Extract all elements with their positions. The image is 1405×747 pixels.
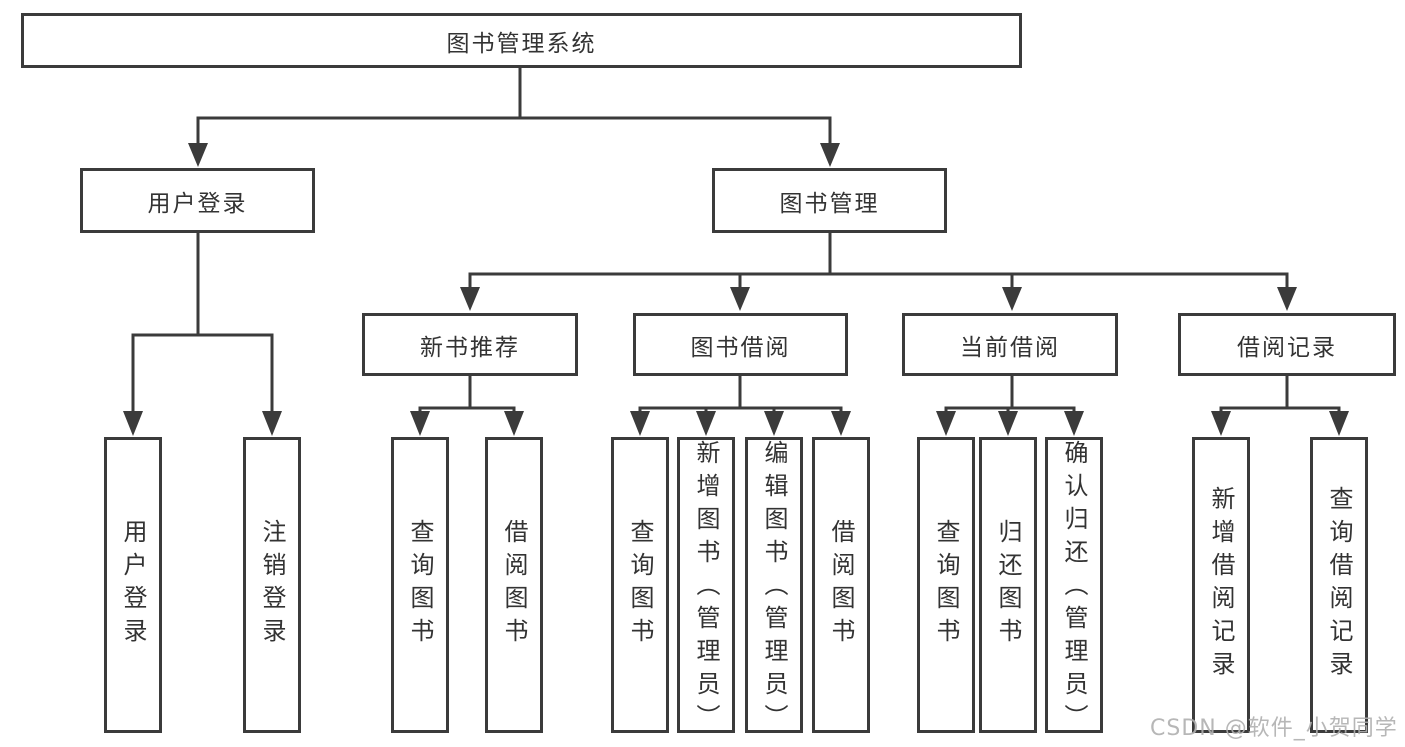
arrowhead-icon	[696, 411, 716, 436]
arrowhead-icon	[630, 411, 650, 436]
csdn-watermark: CSDN @软件_小贺同学	[1150, 716, 1398, 741]
leaf-borrow-books: 借阅图书	[812, 437, 870, 733]
leaf-query-borrow-record-label: 查询借阅记录	[1325, 486, 1353, 684]
arrowhead-icon	[504, 411, 524, 436]
leaf-query-books-current-label: 查询图书	[932, 519, 960, 651]
arrowhead-icon	[1002, 287, 1022, 311]
arrowhead-icon	[123, 411, 143, 436]
node-book-borrowing-label: 图书借阅	[690, 334, 791, 361]
arrowhead-icon	[764, 411, 784, 436]
connector-root-branch	[196, 116, 832, 145]
leaf-logout: 注销登录	[243, 437, 301, 733]
arrowhead-icon	[460, 287, 480, 311]
leaf-borrow-books-recommend-label: 借阅图书	[500, 519, 528, 651]
leaf-confirm-return-admin-label: 确认归还（管理员）	[1060, 440, 1088, 737]
leaf-query-books-borrow: 查询图书	[611, 437, 669, 733]
arrowhead-icon	[998, 411, 1018, 436]
leaf-query-books-recommend: 查询图书	[391, 437, 449, 733]
leaf-user-login: 用户登录	[104, 437, 162, 733]
arrowhead-icon	[410, 411, 430, 436]
connector-currentborrow-branch	[944, 406, 1076, 413]
arrowhead-icon	[188, 143, 208, 167]
node-library-system-label: 图书管理系统	[446, 30, 597, 57]
arrowhead-icon	[820, 143, 840, 167]
leaf-add-borrow-record-label: 新增借阅记录	[1207, 486, 1235, 684]
arrowhead-icon	[1064, 411, 1084, 436]
leaf-add-borrow-record: 新增借阅记录	[1192, 437, 1250, 733]
leaf-return-books-label: 归还图书	[994, 519, 1022, 651]
node-book-borrowing: 图书借阅	[633, 313, 848, 376]
arrowhead-icon	[831, 411, 851, 436]
leaf-logout-label: 注销登录	[258, 519, 286, 651]
connector-newbook-branch	[418, 406, 516, 413]
connector-userlogin-branch	[131, 333, 274, 413]
node-new-book-recommend-label: 新书推荐	[420, 334, 520, 361]
node-user-login-label: 用户登录	[147, 190, 248, 217]
arrowhead-icon	[730, 287, 750, 311]
leaf-confirm-return-admin: 确认归还（管理员）	[1045, 437, 1103, 737]
leaf-query-books-current: 查询图书	[917, 437, 975, 733]
leaf-borrow-books-recommend: 借阅图书	[485, 437, 543, 733]
leaf-query-books-recommend-label: 查询图书	[406, 519, 434, 651]
leaf-edit-books-admin: 编辑图书（管理员）	[745, 437, 803, 737]
arrowhead-icon	[1329, 411, 1349, 436]
leaf-add-books-admin: 新增图书（管理员）	[677, 437, 735, 737]
connector-borrowrecords-branch	[1219, 406, 1341, 413]
node-current-borrowing: 当前借阅	[902, 313, 1118, 376]
leaf-add-books-admin-label: 新增图书（管理员）	[692, 440, 720, 737]
node-new-book-recommend: 新书推荐	[362, 313, 578, 376]
arrowhead-icon	[262, 411, 282, 436]
connector-bookmgmt-branch	[468, 272, 1289, 288]
node-book-management: 图书管理	[712, 168, 947, 233]
node-user-login: 用户登录	[80, 168, 315, 233]
connector-bookborrow-branch	[638, 406, 843, 413]
node-borrowing-records-label: 借阅记录	[1237, 334, 1337, 361]
node-library-system: 图书管理系统	[21, 13, 1022, 68]
leaf-borrow-books-label: 借阅图书	[827, 519, 855, 651]
leaf-user-login-label: 用户登录	[119, 519, 147, 651]
node-current-borrowing-label: 当前借阅	[960, 334, 1060, 361]
leaf-edit-books-admin-label: 编辑图书（管理员）	[760, 440, 788, 737]
leaf-query-borrow-record: 查询借阅记录	[1310, 437, 1368, 733]
arrowhead-icon	[1211, 411, 1231, 436]
node-book-management-label: 图书管理	[779, 190, 880, 217]
arrowhead-icon	[1277, 287, 1297, 311]
arrowhead-icon	[936, 411, 956, 436]
leaf-query-books-borrow-label: 查询图书	[626, 519, 654, 651]
node-borrowing-records: 借阅记录	[1178, 313, 1396, 376]
leaf-return-books: 归还图书	[979, 437, 1037, 733]
